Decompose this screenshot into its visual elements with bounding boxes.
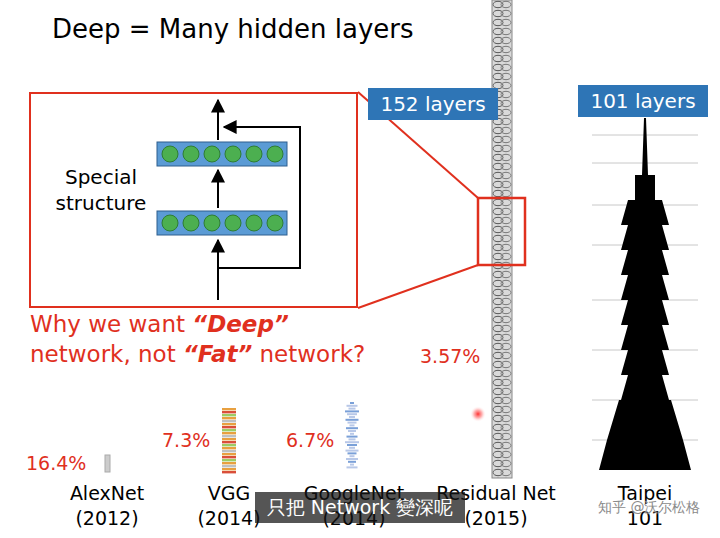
error-rate: 16.4% <box>26 451 96 476</box>
zoom-line <box>358 265 478 308</box>
node-text: 152 layers <box>380 91 485 117</box>
question-text: Why we want “Deep” network, not “Fat” ne… <box>30 310 370 370</box>
inset-box: Special structure <box>29 92 358 308</box>
taipei-101-silhouette <box>592 118 698 470</box>
alexnet-icon <box>105 455 110 472</box>
layer-count-box: 152 layers <box>368 88 497 120</box>
subtitle-band: 只把 Network 變深呢 <box>255 492 465 523</box>
resnet-column <box>492 0 512 478</box>
pointer-dot <box>470 406 486 422</box>
model-name: AlexNet (2012) <box>61 481 153 530</box>
error-rate: 7.3% <box>162 428 222 453</box>
zoom-rect <box>478 198 525 265</box>
watermark: 知乎 @沃尔松格 <box>598 498 718 516</box>
residual-block <box>157 100 300 300</box>
googlenet-icon <box>345 402 359 468</box>
error-rate: 3.57% <box>420 344 490 369</box>
error-rate: 6.7% <box>286 428 346 453</box>
layer-count-box: 101 layers <box>578 85 707 117</box>
vgg-icon <box>222 408 236 473</box>
node-text: Special structure <box>45 164 157 216</box>
node-text: 101 layers <box>590 88 695 114</box>
title: Deep = Many hidden layers <box>52 14 414 44</box>
node-text: 只把 Network 變深呢 <box>267 495 453 520</box>
